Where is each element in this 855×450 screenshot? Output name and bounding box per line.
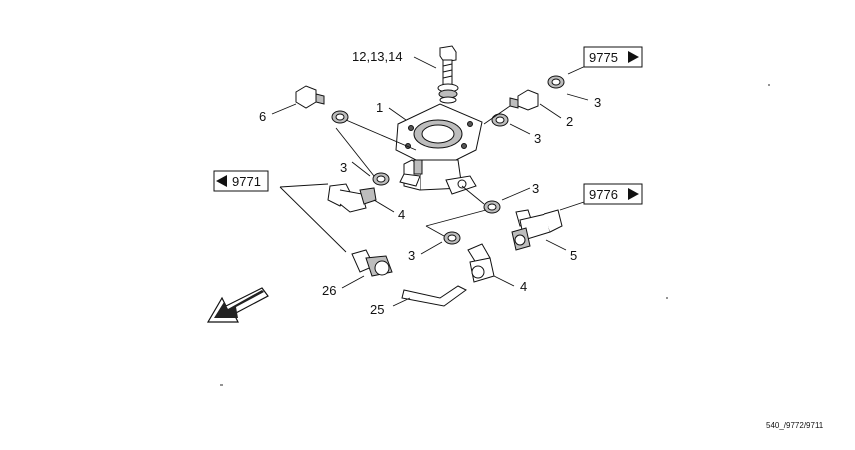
callout-3: 3 <box>532 181 539 196</box>
callout-12-13-14: 12,13,14 <box>352 49 403 64</box>
reference-box-9776[interactable]: 9776 <box>583 183 643 205</box>
hose-25 <box>401 285 467 307</box>
callout-25: 25 <box>370 302 384 317</box>
reference-label: 9776 <box>589 187 618 202</box>
callout-3: 3 <box>408 248 415 263</box>
callout-3: 3 <box>594 95 601 110</box>
callout-3: 3 <box>534 131 541 146</box>
reference-label: 9775 <box>589 50 618 65</box>
tee-fitting-5 <box>511 209 563 251</box>
direction-arrow-icon <box>206 287 269 323</box>
callout-4: 4 <box>398 207 405 222</box>
callout-26: 26 <box>322 283 336 298</box>
callout-2: 2 <box>566 114 573 129</box>
callout-1: 1 <box>376 100 383 115</box>
callout-5: 5 <box>570 248 577 263</box>
callout-4: 4 <box>520 279 527 294</box>
drawing-code: 540_/9772/9711 <box>766 421 824 430</box>
callout-3: 3 <box>340 160 347 175</box>
reference-box-9771[interactable]: 9771 <box>213 170 269 192</box>
bolt-assembly <box>437 45 459 104</box>
reference-box-9775[interactable]: 9775 <box>583 46 643 68</box>
arrow-right-icon <box>628 188 639 200</box>
elbow-fitting-4-left <box>327 183 377 213</box>
scan-specks <box>220 84 770 386</box>
valve-body <box>395 103 483 195</box>
o-rings <box>331 75 565 245</box>
callout-labels: 12,13,14 1 6 3 2 3 3 4 3 3 5 26 4 25 <box>259 49 601 317</box>
elbow-fitting-4-right <box>467 243 495 283</box>
fitting-2 <box>509 89 539 111</box>
callout-6: 6 <box>259 109 266 124</box>
reference-label: 9771 <box>232 174 261 189</box>
leader-lines <box>271 56 591 307</box>
straight-fitting-26 <box>351 249 393 277</box>
arrow-left-icon <box>216 175 227 187</box>
arrow-right-icon <box>628 51 639 63</box>
plug-fitting-6 <box>295 85 325 109</box>
